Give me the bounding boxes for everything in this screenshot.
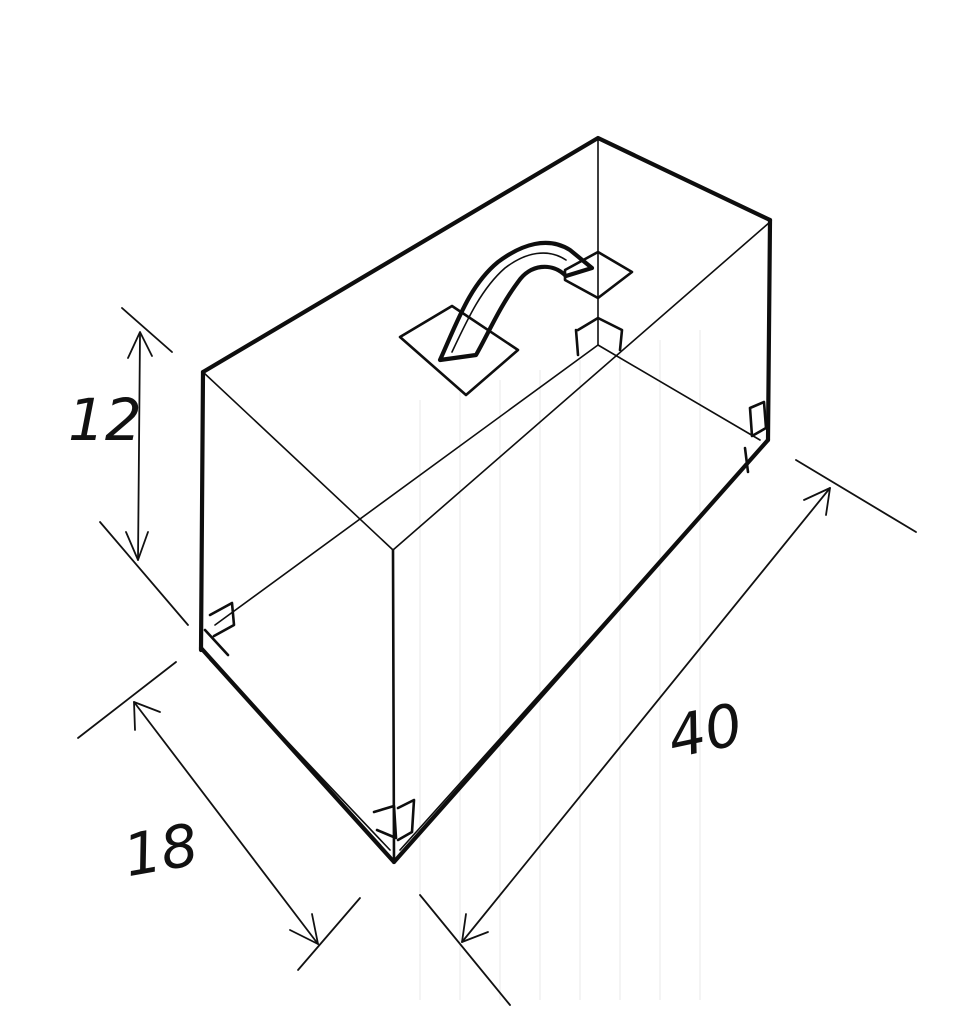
bottom-right-edge-inner bbox=[399, 454, 756, 851]
corner-bracket-back bbox=[574, 316, 624, 357]
length-extension-left bbox=[419, 894, 511, 1006]
corner-bracket-right bbox=[743, 400, 768, 474]
dimension-depth: 18 bbox=[77, 661, 361, 971]
bottom-left-edge-inner bbox=[209, 659, 391, 851]
height-extension-bottom bbox=[99, 521, 189, 626]
hidden-back-edge bbox=[597, 344, 761, 441]
length-dimension-line bbox=[461, 487, 831, 943]
depth-arrow-top bbox=[133, 701, 161, 731]
height-arrow-top bbox=[127, 331, 153, 359]
length-label: 40 bbox=[662, 690, 748, 772]
corner-bracket-left bbox=[203, 601, 236, 657]
handle-right-plate bbox=[563, 250, 634, 300]
height-dimension-line bbox=[137, 334, 141, 561]
height-label: 12 bbox=[68, 386, 142, 454]
length-arrow-bottom bbox=[461, 913, 489, 943]
handle-grip-highlight bbox=[451, 252, 567, 353]
dimension-height: 12 bbox=[68, 307, 189, 626]
depth-extension-right bbox=[297, 897, 361, 971]
box-body bbox=[198, 135, 773, 865]
left-vertical-edge bbox=[198, 369, 206, 653]
length-arrow-top bbox=[803, 487, 831, 516]
handle-grip bbox=[437, 240, 595, 363]
handle bbox=[398, 240, 634, 397]
depth-dimension-line bbox=[133, 701, 319, 945]
height-extension-top bbox=[121, 307, 173, 353]
hidden-bottom-edge bbox=[214, 344, 599, 626]
depth-extension-left bbox=[77, 661, 177, 739]
depth-label: 18 bbox=[119, 810, 203, 890]
height-arrow-bottom bbox=[125, 531, 149, 561]
right-vertical-edge bbox=[765, 217, 773, 443]
corner-bracket-front bbox=[372, 798, 416, 842]
handle-left-plate bbox=[398, 304, 520, 397]
dimension-length: 40 bbox=[419, 459, 917, 1006]
depth-arrow-bottom bbox=[289, 913, 319, 945]
paper-grid bbox=[419, 330, 701, 1000]
length-extension-right bbox=[795, 459, 917, 533]
